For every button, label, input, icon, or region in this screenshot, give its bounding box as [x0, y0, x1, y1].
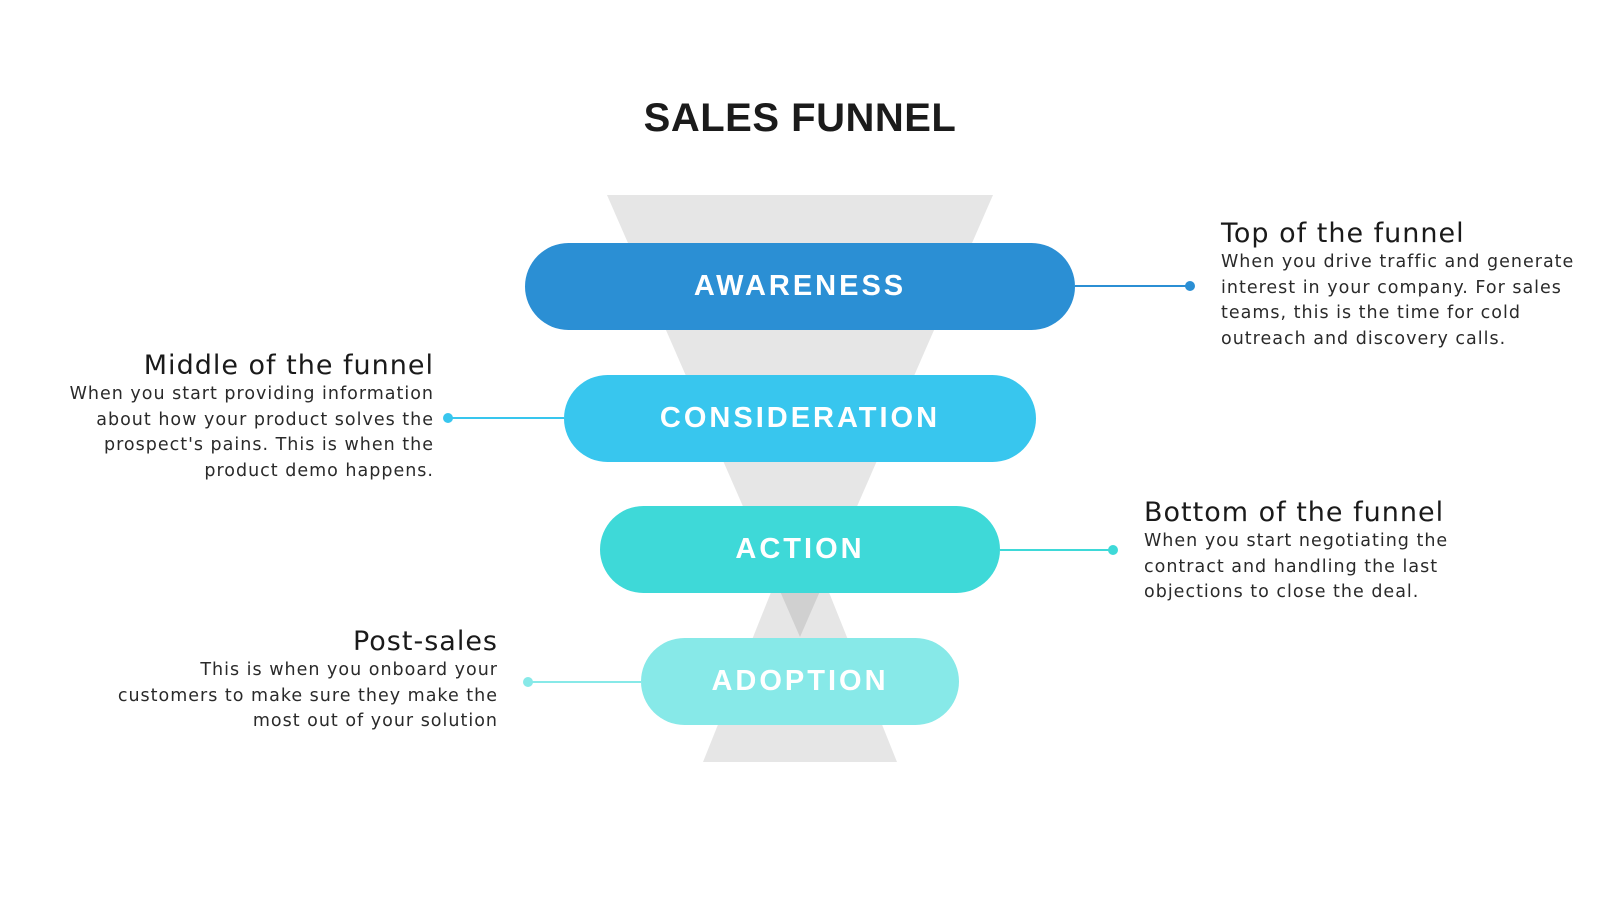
stage-consideration: CONSIDERATION — [564, 375, 1036, 462]
note-middle-of-funnel: Middle of the funnel When you start prov… — [20, 350, 434, 484]
note-bottom-of-funnel: Bottom of the funnel When you start nego… — [1144, 497, 1564, 606]
adoption-connector-dot — [523, 677, 533, 687]
consideration-connector-dot — [443, 413, 453, 423]
note-top-of-funnel: Top of the funnel When you drive traffic… — [1221, 218, 1600, 352]
stage-action-label: ACTION — [735, 533, 865, 565]
stage-adoption-label: ADOPTION — [711, 665, 889, 697]
note-heading: Middle of the funnel — [143, 350, 434, 381]
stage-action: ACTION — [600, 506, 1000, 593]
note-description: When you start providing information abo… — [69, 384, 434, 481]
note-description: When you start negotiating the contract … — [1144, 531, 1449, 602]
note-post-sales: Post-sales This is when you onboard your… — [60, 626, 498, 735]
action-connector-dot — [1108, 545, 1118, 555]
note-heading: Bottom of the funnel — [1144, 497, 1445, 528]
stage-adoption: ADOPTION — [641, 638, 959, 725]
action-connector — [1000, 549, 1113, 551]
note-heading: Top of the funnel — [1221, 218, 1465, 249]
consideration-connector — [448, 417, 564, 419]
awareness-connector — [1075, 285, 1190, 287]
awareness-connector-dot — [1185, 281, 1195, 291]
note-description: When you drive traffic and generate inte… — [1221, 252, 1575, 349]
page-title: SALES FUNNEL — [643, 96, 957, 140]
adoption-connector — [528, 681, 641, 683]
stage-awareness-label: AWARENESS — [693, 270, 907, 302]
stage-consideration-label: CONSIDERATION — [659, 402, 941, 434]
note-description: This is when you onboard your customers … — [117, 660, 498, 731]
stage-awareness: AWARENESS — [525, 243, 1075, 330]
note-heading: Post-sales — [352, 626, 498, 657]
